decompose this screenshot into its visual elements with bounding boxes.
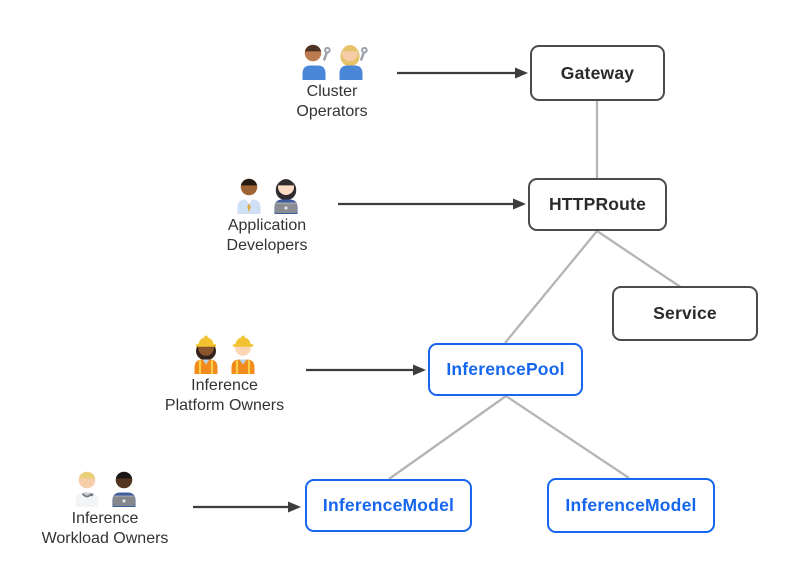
persona-label-line: Developers: [226, 237, 308, 254]
persona-label-line: Application: [227, 217, 307, 234]
edge-httproute-inferencepool: [504, 230, 598, 344]
node-gateway-label: Gateway: [560, 62, 635, 83]
node-inferencepool-label: InferencePool: [446, 359, 565, 379]
persona-label-line: Inference: [71, 510, 139, 527]
persona-cluster-operators: Cluster Operators: [262, 36, 402, 122]
node-inferencepool: InferencePool: [428, 343, 583, 396]
arrow-platform-owners-to-inferencepool: [306, 364, 426, 376]
node-httproute-label: HTTPRoute: [548, 194, 647, 214]
arrow-cluster-operators-to-gateway: [397, 67, 528, 79]
persona-label-line: Workload Owners: [41, 530, 169, 547]
node-httproute: HTTPRoute: [528, 178, 667, 231]
node-service: Service: [612, 286, 758, 341]
platform-owners-emoji-pair: [189, 330, 260, 374]
persona-label-line: Cluster: [306, 83, 358, 100]
persona-label-line: Operators: [296, 103, 368, 120]
node-inferencemodel-right: InferenceModel: [547, 478, 715, 533]
man-technologist-emoji: [112, 471, 135, 507]
man-office-worker-emoji: [237, 178, 260, 214]
persona-inference-platform-owners: Inference Platform Owners: [152, 330, 297, 416]
node-inferencemodel-right-label: InferenceModel: [565, 495, 697, 515]
edge-inferencepool-inferencemodel-right: [505, 395, 630, 479]
edge-inferencepool-inferencemodel-left: [388, 395, 507, 480]
arrow-workload-owners-to-inferencemodel: [193, 501, 301, 513]
man-mechanic-emoji: [302, 44, 331, 80]
arrow-application-developers-to-httproute: [338, 198, 526, 210]
node-gateway: Gateway: [530, 45, 665, 101]
woman-technologist-emoji: [274, 179, 297, 214]
persona-label-line: Inference: [191, 377, 258, 394]
workload-owners-emoji-pair: [70, 463, 141, 507]
woman-mechanic-emoji: [339, 45, 368, 80]
edge-httproute-service: [596, 230, 683, 289]
node-inferencemodel-left: InferenceModel: [305, 479, 472, 532]
woman-construction-worker-emoji: [194, 335, 218, 374]
application-developers-emoji-pair: [232, 170, 303, 214]
health-worker-emoji: [75, 471, 98, 507]
persona-inference-workload-owners: Inference Workload Owners: [25, 463, 185, 549]
man-construction-worker-emoji: [231, 335, 255, 374]
persona-label-line: Platform Owners: [164, 397, 285, 414]
node-service-label: Service: [653, 303, 717, 323]
node-inferencemodel-left-label: InferenceModel: [322, 495, 455, 515]
persona-application-developers: Application Developers: [197, 170, 337, 256]
cluster-operators-emoji-pair: [297, 36, 368, 80]
